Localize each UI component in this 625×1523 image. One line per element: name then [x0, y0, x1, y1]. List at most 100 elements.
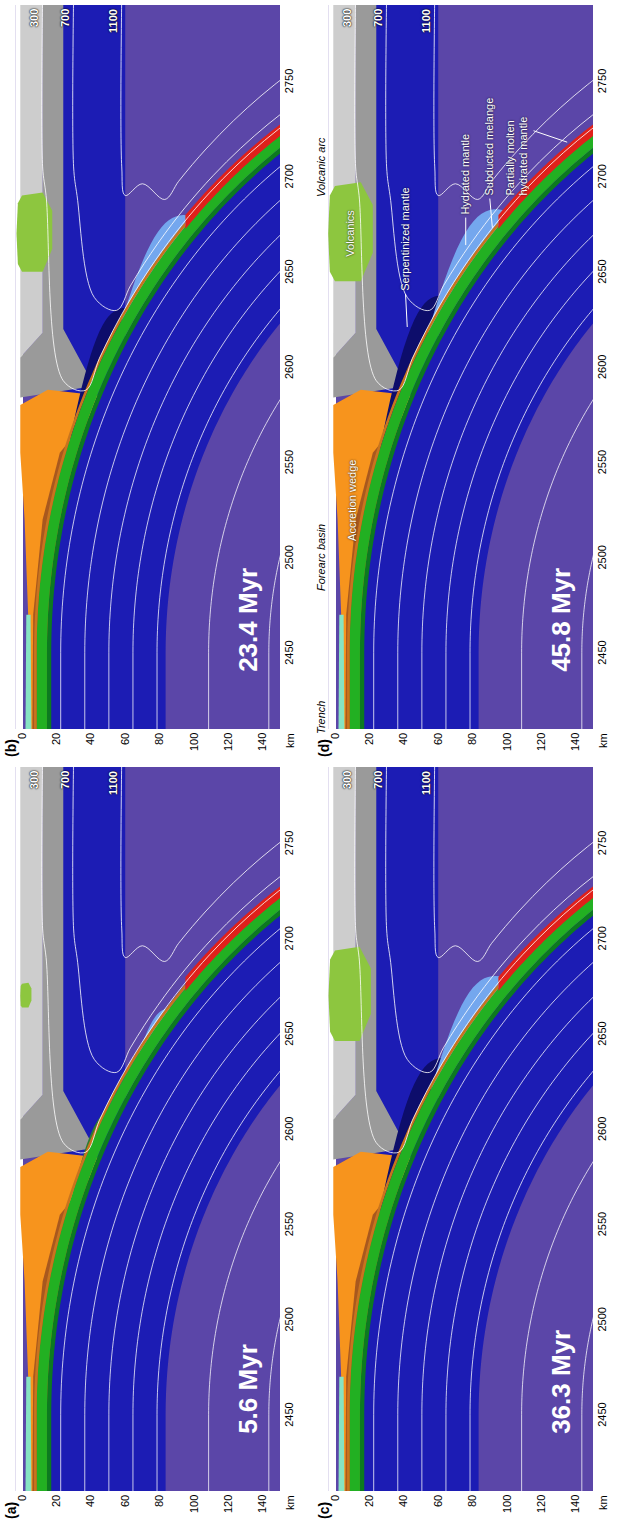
distance-tick: 2500	[596, 1307, 609, 1331]
isotherm-label: 300	[28, 771, 41, 789]
depth-tick: 60	[432, 1495, 445, 1507]
annotation: Forearc basin	[315, 524, 328, 591]
isotherm-label: 1100	[107, 771, 120, 795]
isotherm	[157, 265, 280, 729]
depth-tick: 60	[119, 733, 132, 745]
seafloor-sediments	[338, 1377, 344, 1491]
isotherm	[374, 896, 593, 1491]
distance-tick: 2750	[283, 831, 296, 855]
isotherm	[73, 5, 280, 311]
isotherm	[109, 198, 280, 729]
leader-line	[406, 294, 408, 327]
isotherm	[582, 449, 593, 729]
isotherm	[386, 5, 593, 311]
annotation: Serpentinized mantle	[399, 187, 412, 290]
subducted-melange	[185, 95, 280, 230]
isotherm	[522, 1104, 593, 1491]
depth-tick: 120	[222, 1495, 235, 1513]
distance-tick: 2750	[283, 69, 296, 93]
panel-label: (d)	[316, 739, 332, 757]
depth-tick: 100	[188, 1495, 201, 1513]
distance-tick: 2450	[596, 1402, 609, 1426]
isotherm-label: 700	[59, 9, 72, 27]
isotherm	[386, 767, 593, 1073]
isotherm	[209, 342, 280, 729]
distance-tick: 2500	[283, 1307, 296, 1331]
isotherm	[133, 231, 280, 729]
volcanics	[328, 947, 370, 1041]
distance-tick: 2500	[596, 545, 609, 569]
annotation: Partially molten hydrated mantle	[504, 104, 530, 196]
depth-tick: 80	[466, 1495, 479, 1507]
upper-crust	[20, 5, 42, 357]
isotherm	[434, 5, 593, 200]
panel-group	[328, 757, 625, 1510]
distance-tick: 2650	[283, 259, 296, 283]
leader-line	[490, 199, 493, 228]
depth-tick: 0	[329, 733, 342, 739]
volcanics	[20, 983, 31, 1008]
distance-tick: 2650	[596, 1021, 609, 1045]
lower-crust	[20, 767, 94, 1159]
axis-unit: km	[597, 733, 610, 748]
distance-tick: 2650	[596, 259, 609, 283]
depth-tick: 0	[16, 1495, 29, 1501]
depth-tick: 60	[432, 733, 445, 745]
depth-tick: 80	[153, 733, 166, 745]
depth-tick: 40	[84, 1495, 97, 1507]
depth-tick: 40	[397, 733, 410, 745]
axis-unit: km	[284, 733, 297, 748]
distance-tick: 2550	[596, 450, 609, 474]
annotation: Accretion wedge	[346, 460, 359, 541]
isotherm	[269, 1211, 280, 1491]
isotherm-label: 1100	[420, 771, 433, 795]
isotherm	[121, 767, 280, 962]
depth-tick: 60	[119, 1495, 132, 1507]
annotation: Hydrated mantle	[459, 134, 472, 215]
depth-tick: 20	[363, 733, 376, 745]
isotherm	[73, 767, 280, 1073]
depth-tick: 120	[535, 733, 548, 751]
time-label: 5.6 Myr	[233, 1344, 263, 1434]
isotherm-label: 300	[28, 9, 41, 27]
distance-tick: 2450	[283, 1402, 296, 1426]
seafloor-sediments	[25, 1377, 31, 1491]
depth-tick: 100	[501, 1495, 514, 1513]
upper-crust	[333, 767, 355, 1119]
annotation: Trench	[315, 701, 328, 734]
depth-tick: 120	[222, 733, 235, 751]
distance-tick: 2550	[283, 450, 296, 474]
leader-line	[465, 218, 466, 245]
distance-tick: 2700	[596, 164, 609, 188]
isotherm	[398, 928, 593, 1491]
distance-tick: 2600	[596, 1117, 609, 1141]
model-panel	[328, 5, 593, 729]
volcanics	[328, 182, 373, 281]
isotherm	[61, 134, 280, 729]
isotherm-label: 1100	[107, 9, 120, 33]
isotherm-label: 1100	[420, 9, 433, 33]
panel-group	[15, 757, 323, 1510]
isotherm	[470, 265, 593, 729]
isotherm	[109, 960, 280, 1491]
isotherm	[157, 1027, 280, 1491]
distance-tick: 2550	[596, 1212, 609, 1236]
depth-tick: 40	[397, 1495, 410, 1507]
model-panel	[15, 767, 280, 1491]
depth-tick: 120	[535, 1495, 548, 1513]
distance-tick: 2700	[283, 164, 296, 188]
depth-tick: 0	[329, 1495, 342, 1501]
axis-unit: km	[284, 1495, 297, 1510]
isotherm-label: 300	[341, 771, 354, 789]
axis-unit: km	[597, 1495, 610, 1510]
isotherm	[121, 5, 280, 200]
annotation: Volcanic arc	[315, 137, 328, 197]
model-panel	[15, 5, 280, 729]
oceanic-crust	[350, 103, 593, 729]
isotherm	[522, 342, 593, 729]
distance-tick: 2600	[596, 355, 609, 379]
annotation: Volcanics	[344, 210, 357, 256]
isotherm	[374, 134, 593, 729]
